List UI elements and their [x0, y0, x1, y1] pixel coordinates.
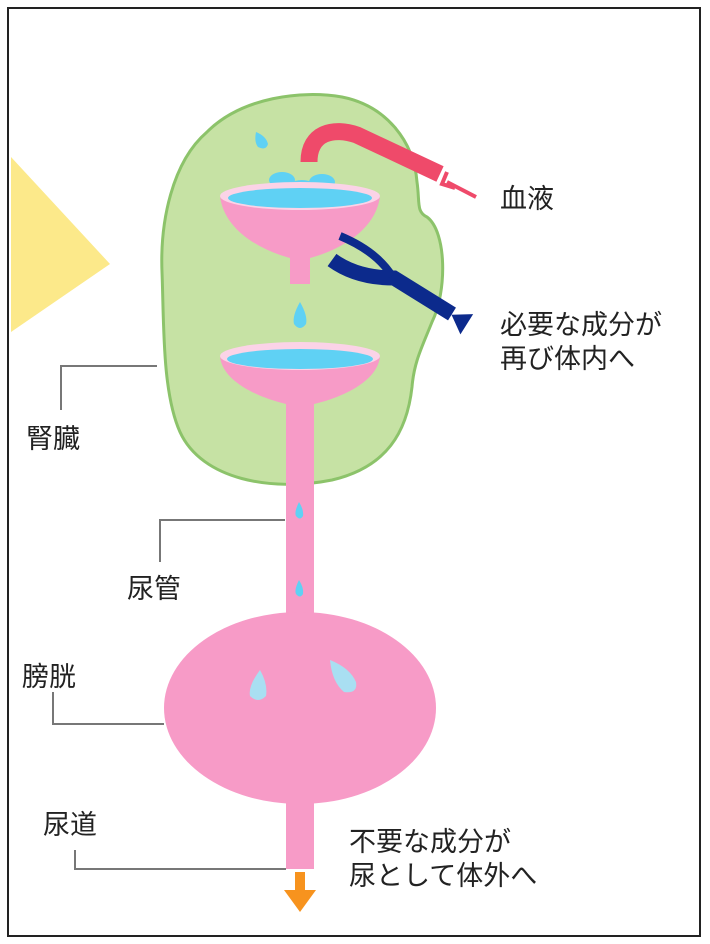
lower-funnel-water: [227, 349, 373, 369]
return-arrow-head: [451, 314, 474, 335]
urine-out-arrow: [284, 872, 316, 912]
urethra-leader-line: [74, 850, 286, 870]
ureter-tube: [286, 472, 314, 632]
ureter-drop-icon: [295, 502, 304, 519]
kidney-leader-line: [60, 365, 157, 410]
ureter-leader-line: [159, 519, 285, 562]
waste-components-label-line1: 不要な成分が: [349, 827, 511, 858]
upper-funnel-water: [228, 188, 372, 208]
ureter-label: 尿管: [127, 574, 181, 605]
blood-inflow-arrow: [439, 171, 477, 199]
blood-vessel: [300, 123, 444, 182]
bladder-label: 膀胱: [22, 662, 76, 693]
needed-components-label-line2: 再び体内へ: [500, 344, 635, 375]
urinary-system-diagram: [11, 93, 477, 912]
upper-funnel: [220, 196, 380, 284]
kidney-label: 腎臓: [26, 424, 80, 455]
water-drop-icon: [255, 132, 268, 149]
bladder-drop-icon: [249, 670, 267, 700]
diagram-frame: 血液 必要な成分が 再び体内へ 腎臓 尿管 膀胱 尿道 不要な成分が 尿として体…: [7, 7, 701, 937]
lower-funnel: [220, 356, 380, 480]
waste-components-label-line2: 尿として体外へ: [349, 861, 538, 892]
pointer-triangle: [11, 157, 110, 332]
bladder-drop-icon: [330, 660, 357, 693]
ureter-drop-icon: [295, 580, 304, 597]
return-vessel-branch: [338, 232, 396, 279]
urethra-label: 尿道: [43, 810, 97, 841]
needed-components-label-line1: 必要な成分が: [500, 310, 662, 341]
return-vessel: [327, 253, 456, 321]
bladder-leader-line: [52, 692, 164, 725]
blood-label: 血液: [500, 184, 554, 215]
urethra-tube: [286, 797, 314, 869]
falling-drop-icon: [293, 302, 307, 328]
bladder-shape: [164, 612, 436, 804]
